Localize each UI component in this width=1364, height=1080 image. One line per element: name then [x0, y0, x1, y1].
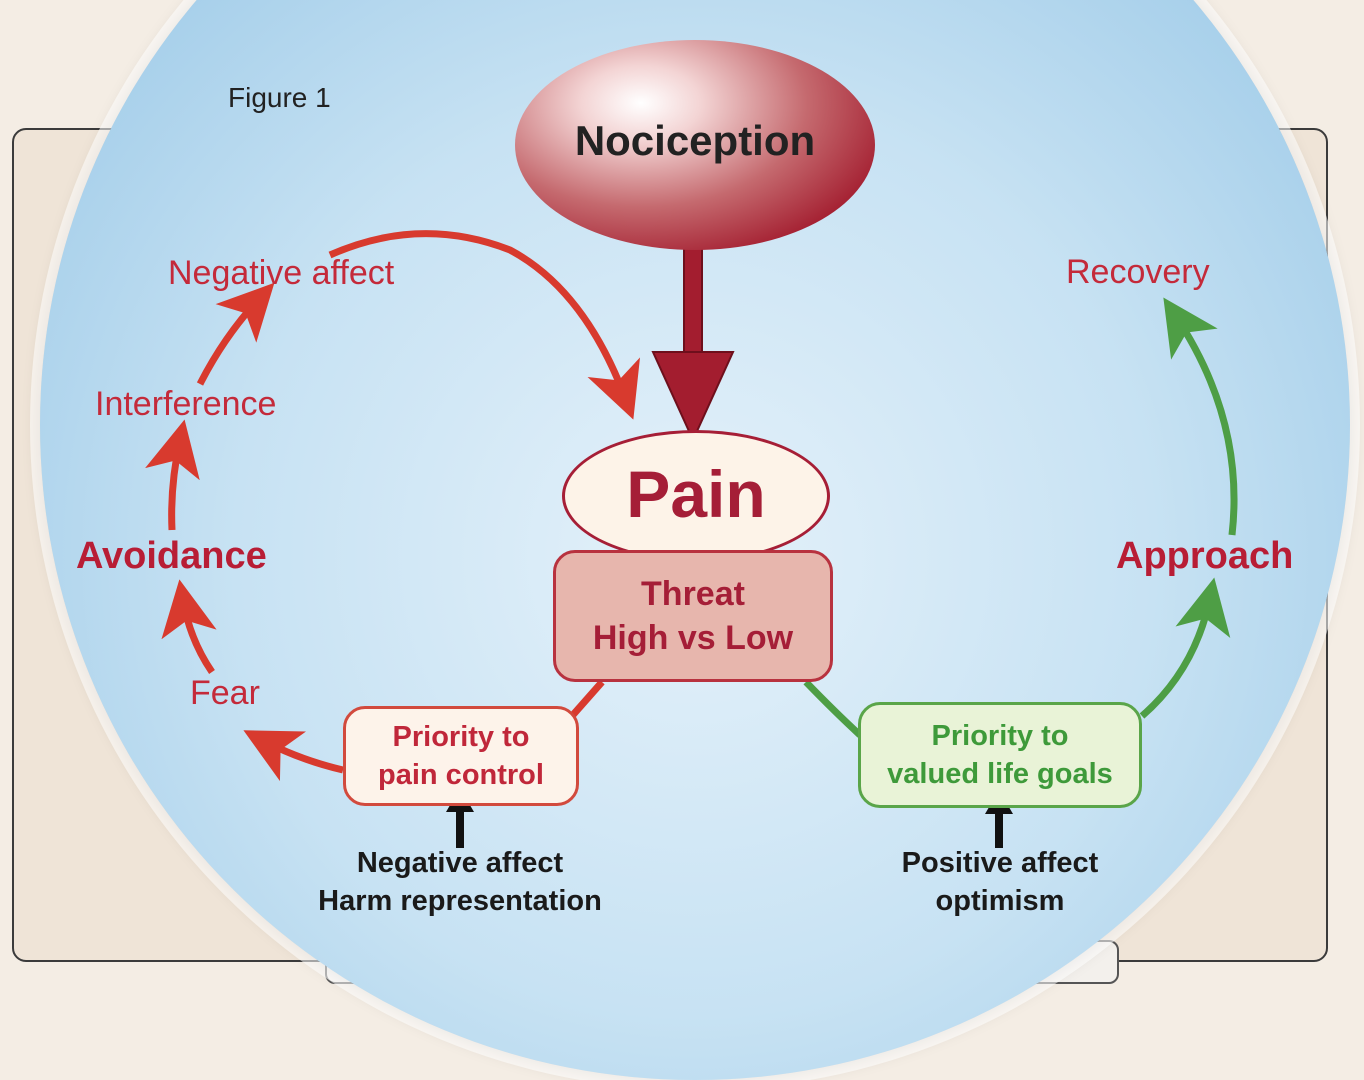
- threat-line2: High vs Low: [592, 619, 794, 657]
- fear-label: Fear: [190, 674, 260, 712]
- left-input-line1: Negative affect: [356, 847, 564, 879]
- threat-line1: Threat: [641, 575, 745, 613]
- left-input-line2: Harm representation: [318, 885, 602, 917]
- arrow-to-fear: [243, 730, 344, 782]
- recovery-label: Recovery: [1066, 253, 1210, 291]
- arrow-negative-affect-to-pain: [328, 230, 641, 420]
- right-input-line2: optimism: [935, 885, 1065, 917]
- priority-life-goals-box: Priority to valued life goals: [858, 702, 1142, 808]
- threat-node: Threat High vs Low: [553, 550, 833, 682]
- threat-to-pain-control-line: [569, 679, 605, 719]
- priority-goals-line1: Priority to: [931, 720, 1069, 752]
- pain-node: Pain: [562, 430, 830, 562]
- arrow-approach-to-recovery: [1163, 297, 1238, 536]
- nociception-node: Nociception: [515, 40, 875, 250]
- approach-label: Approach: [1116, 535, 1294, 577]
- arrow-to-approach: [1139, 577, 1231, 719]
- priority-pain-line2: pain control: [378, 759, 544, 791]
- priority-pain-line1: Priority to: [392, 721, 530, 753]
- interference-label: Interference: [95, 385, 277, 423]
- arrow-avoidance-to-interference: [145, 419, 200, 531]
- negative-affect-label: Negative affect: [168, 254, 395, 292]
- nociception-arrow-head: [651, 351, 735, 443]
- right-input-text: Positive affect optimism: [860, 844, 1140, 920]
- right-input-line1: Positive affect: [901, 847, 1099, 879]
- nociception-label: Nociception: [574, 117, 816, 164]
- priority-goals-line2: valued life goals: [887, 758, 1113, 790]
- figure-label: Figure 1: [228, 82, 331, 113]
- flow-arrows: [145, 203, 1238, 848]
- pain-label: Pain: [626, 457, 766, 531]
- priority-pain-control-box: Priority to pain control: [343, 706, 579, 806]
- avoidance-label: Avoidance: [76, 535, 267, 577]
- threat-to-life-goals-line: [803, 679, 863, 738]
- arrow-interference-to-negative-affect: [196, 282, 275, 386]
- arrow-fear-to-avoidance: [161, 579, 217, 674]
- left-input-text: Negative affect Harm representation: [300, 844, 620, 920]
